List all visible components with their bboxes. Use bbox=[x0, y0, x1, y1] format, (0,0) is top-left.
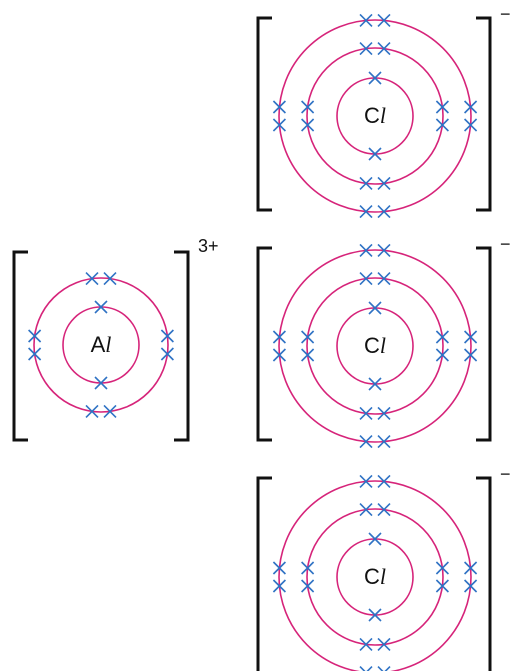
ion-charge-label: − bbox=[500, 4, 510, 24]
electron-cross bbox=[103, 272, 117, 286]
element-symbol: Cl bbox=[364, 103, 386, 128]
electron-cross bbox=[359, 13, 373, 27]
electron-cross bbox=[377, 406, 391, 420]
electron-cross bbox=[359, 503, 373, 517]
electron-cross bbox=[359, 637, 373, 651]
electron-cross bbox=[359, 243, 373, 257]
electron-shells bbox=[272, 243, 478, 449]
electron-shell-3 bbox=[278, 480, 472, 671]
electron-cross bbox=[359, 272, 373, 286]
electron-shell-2 bbox=[306, 508, 444, 646]
ion-charge-label: − bbox=[500, 464, 510, 484]
electron-cross bbox=[377, 42, 391, 56]
electron-cross bbox=[85, 404, 99, 418]
electron-shell-2 bbox=[33, 277, 169, 413]
electron-cross bbox=[435, 118, 449, 132]
electron-cross bbox=[160, 347, 174, 361]
electron-cross bbox=[160, 329, 174, 343]
chloride-ion-3: Cl − bbox=[256, 464, 510, 671]
electron-cross bbox=[94, 300, 108, 314]
right-bracket bbox=[174, 250, 190, 442]
electron-cross bbox=[377, 272, 391, 286]
left-bracket bbox=[256, 476, 272, 671]
electron-cross bbox=[272, 330, 286, 344]
electron-shell-3 bbox=[278, 19, 472, 213]
electron-cross bbox=[272, 100, 286, 114]
electron-cross bbox=[301, 579, 315, 593]
left-bracket bbox=[12, 250, 28, 442]
electron-cross bbox=[272, 561, 286, 575]
electron-cross bbox=[368, 301, 382, 315]
electron-cross bbox=[435, 579, 449, 593]
electron-shell-3 bbox=[278, 249, 472, 443]
electron-cross bbox=[435, 100, 449, 114]
electron-cross bbox=[377, 176, 391, 190]
electron-cross bbox=[377, 503, 391, 517]
electron-cross bbox=[377, 205, 391, 219]
electron-cross bbox=[301, 330, 315, 344]
electron-cross bbox=[464, 348, 478, 362]
electron-cross bbox=[368, 147, 382, 161]
electron-cross bbox=[377, 435, 391, 449]
electron-cross bbox=[301, 100, 315, 114]
electron-cross bbox=[28, 329, 42, 343]
electron-cross bbox=[368, 377, 382, 391]
electron-cross bbox=[377, 243, 391, 257]
ion-charge-label: 3+ bbox=[198, 236, 219, 256]
electron-cross bbox=[359, 406, 373, 420]
electron-cross bbox=[464, 100, 478, 114]
right-bracket bbox=[476, 16, 492, 212]
electron-cross bbox=[359, 176, 373, 190]
electron-shells bbox=[28, 272, 174, 418]
electron-cross bbox=[359, 474, 373, 488]
electron-cross bbox=[464, 118, 478, 132]
right-bracket bbox=[476, 246, 492, 442]
aluminium-ion: Al 3+ bbox=[12, 236, 219, 442]
left-bracket bbox=[256, 246, 272, 442]
element-symbol: Cl bbox=[364, 564, 386, 589]
electron-cross bbox=[435, 348, 449, 362]
electron-cross bbox=[464, 330, 478, 344]
electron-cross bbox=[85, 272, 99, 286]
electron-shell-2 bbox=[306, 277, 444, 415]
electron-cross bbox=[359, 42, 373, 56]
electron-shell-2 bbox=[306, 47, 444, 185]
electron-cross bbox=[359, 205, 373, 219]
electron-cross bbox=[464, 579, 478, 593]
electron-cross bbox=[368, 608, 382, 622]
chloride-ion-2: Cl − bbox=[256, 234, 510, 449]
electron-cross bbox=[435, 561, 449, 575]
electron-shells bbox=[272, 474, 478, 671]
electron-cross bbox=[359, 435, 373, 449]
left-bracket bbox=[256, 16, 272, 212]
chloride-ion-1: Cl − bbox=[256, 4, 510, 219]
electron-cross bbox=[272, 118, 286, 132]
electron-cross bbox=[377, 637, 391, 651]
electron-cross bbox=[359, 666, 373, 671]
element-symbol: Al bbox=[91, 332, 112, 357]
electron-cross bbox=[94, 376, 108, 390]
electron-cross bbox=[272, 579, 286, 593]
electron-cross bbox=[464, 561, 478, 575]
ion-charge-label: − bbox=[500, 234, 510, 254]
electron-cross bbox=[368, 532, 382, 546]
electron-cross bbox=[377, 474, 391, 488]
electron-cross bbox=[301, 561, 315, 575]
element-symbol: Cl bbox=[364, 333, 386, 358]
electron-cross bbox=[368, 71, 382, 85]
electron-cross bbox=[301, 118, 315, 132]
electron-cross bbox=[301, 348, 315, 362]
electron-cross bbox=[103, 404, 117, 418]
electron-shells bbox=[272, 13, 478, 219]
electron-cross bbox=[435, 330, 449, 344]
electron-cross bbox=[272, 348, 286, 362]
electron-cross bbox=[377, 666, 391, 671]
right-bracket bbox=[476, 476, 492, 671]
electron-cross bbox=[377, 13, 391, 27]
electron-cross bbox=[28, 347, 42, 361]
